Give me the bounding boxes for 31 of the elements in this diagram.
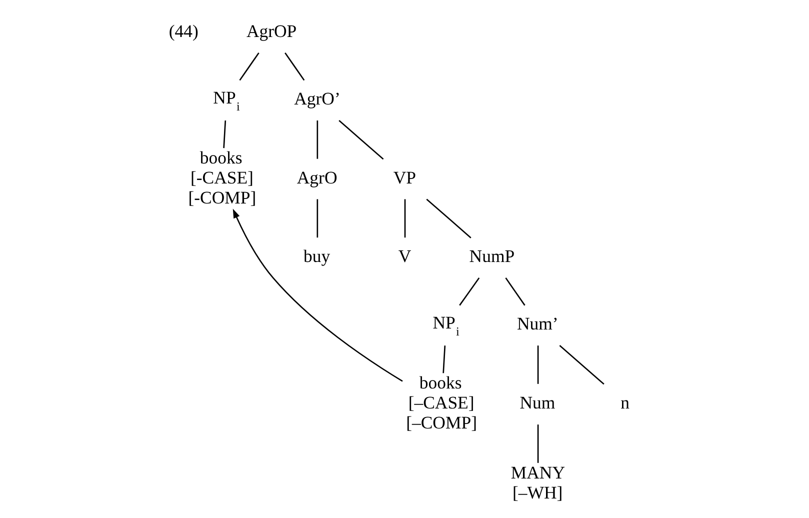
node-text: buy (303, 246, 330, 266)
connector (442, 346, 446, 374)
connector (536, 346, 538, 384)
connector (458, 278, 480, 306)
connector (536, 424, 538, 463)
node-text: AgrOP (246, 21, 296, 42)
connector (404, 199, 406, 238)
connector (504, 278, 525, 306)
label: (44) (168, 21, 198, 42)
node-text: Num (519, 392, 555, 412)
connector (222, 120, 226, 148)
node-text: V (398, 246, 411, 266)
node-text: MANY [–WH] (510, 462, 565, 502)
node-text: VP (392, 167, 416, 188)
connector (316, 120, 318, 159)
node-text: books [-CASE] [-COMP] (188, 147, 256, 208)
connector (338, 120, 384, 160)
node-text: books [–CASE] [–COMP] (406, 372, 476, 432)
node-text: NP$_{i}$ (212, 88, 240, 114)
connector (426, 198, 471, 238)
connector (284, 52, 304, 81)
connector (316, 199, 318, 238)
arrow (232, 208, 402, 382)
connector (558, 345, 604, 385)
node-text: NP$_{i}$ (432, 312, 459, 339)
node-text: AgrO (296, 167, 337, 188)
node-text: AgrO’ (294, 88, 340, 109)
node-text: Num’ (516, 314, 558, 334)
node-text: n (620, 392, 629, 412)
connector (238, 52, 259, 81)
node-text: NumP (468, 246, 514, 266)
